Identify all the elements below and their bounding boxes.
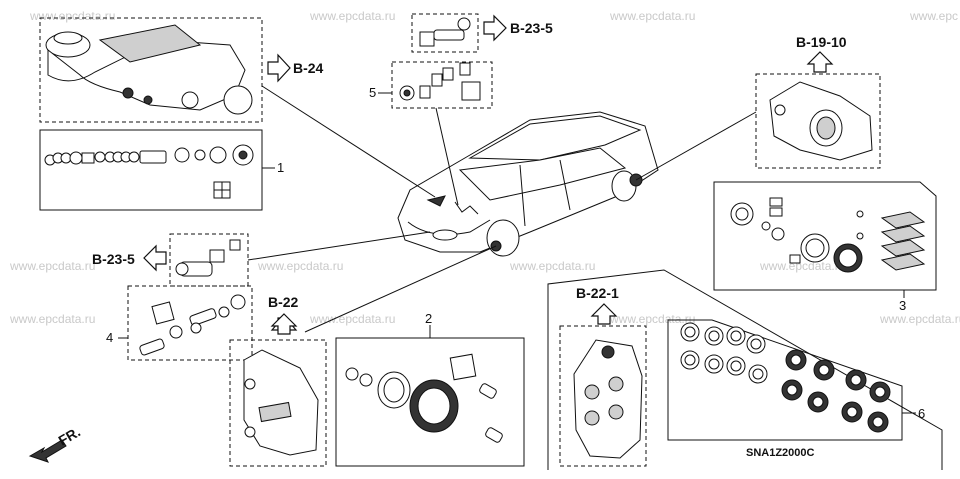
clutch-fitting-frame (411, 13, 479, 53)
rear-caliper-kit-group: 3 (713, 181, 937, 313)
watermark: www.epcdata.ru (879, 312, 960, 326)
up-arrow-icon (806, 51, 834, 73)
watermark: www.epcdata.ru (609, 9, 695, 23)
front-direction-indicator: FR. (28, 423, 83, 463)
car-door-line (559, 159, 571, 211)
kit-6-frame (667, 319, 903, 441)
sport-caliper-kit-group: 6 (667, 319, 925, 441)
ref-b22[interactable]: B-22 (268, 294, 299, 335)
rear-caliper-frame (755, 73, 881, 169)
rear-caliper-piston-inner (816, 116, 836, 140)
sport-caliper-frame-inner (559, 325, 647, 467)
watermark: www.epcdata.ru (759, 259, 845, 273)
leader-line (435, 107, 459, 206)
callout-3[interactable]: 3 (899, 298, 906, 313)
kit-1-parts (44, 144, 254, 199)
front-caliper-bolt (244, 378, 256, 390)
up-arrow-icon (590, 303, 618, 325)
car-illustration (397, 111, 659, 257)
diagram-code: SNA1Z2000C (746, 447, 815, 459)
kit-3-frame (713, 181, 937, 291)
ref-b22-1[interactable]: B-22-1 (576, 285, 619, 325)
watermark-layer: www.epcdata.ru www.epcdata.ru www.epcdat… (9, 9, 960, 326)
up-arrow-icon (270, 313, 298, 335)
fitting-pipe (433, 29, 465, 41)
leader-line (261, 85, 436, 198)
ref-b23-5-top[interactable]: B-23-5 (483, 14, 553, 42)
front-caliper-body (243, 349, 319, 456)
ref-label: B-22-1 (576, 285, 619, 301)
leader-line (635, 111, 757, 181)
callout-4[interactable]: 4 (106, 330, 113, 345)
part-4-frame (127, 285, 253, 361)
car-windows (458, 147, 627, 201)
fitting-nut (457, 17, 471, 31)
top-center-group: B-23-5 5 (369, 13, 553, 109)
front-caliper-frame (229, 339, 327, 467)
master-cylinder-port (223, 85, 253, 115)
reservoir-label (98, 24, 202, 63)
master-cylinder-bolt (122, 87, 134, 99)
master-cylinder-frame (39, 17, 263, 123)
ref-b23-5-left[interactable]: B-23-5 (92, 244, 167, 272)
ref-label: B-22 (268, 294, 299, 310)
callout-5[interactable]: 5 (369, 85, 376, 100)
master-cylinder-marker (426, 195, 446, 207)
ref-label: B-24 (293, 60, 324, 76)
master-cylinder-bolt (143, 95, 153, 105)
front-caliper-kit-group: 2 (335, 311, 525, 467)
front-caliper-window (258, 401, 292, 423)
left-arrow-icon (143, 244, 167, 272)
kit-2-frame (335, 337, 525, 467)
brake-line-marker (454, 201, 479, 215)
watermark: www.epcdata.ru (9, 312, 95, 326)
fitting-block (419, 31, 435, 47)
front-caliper-bolt (244, 426, 256, 438)
sport-caliper-group: B-22-1 (559, 285, 647, 467)
watermark: www.epcdata.ru (309, 9, 395, 23)
clutch-cylinder-group: B-23-5 4 (92, 233, 253, 361)
watermark: www.epcdata.ru (609, 312, 695, 326)
car-grille (432, 229, 458, 241)
right-arrow-icon (267, 53, 291, 83)
clutch-cylinder-end (175, 262, 189, 276)
front-arrow-icon (28, 439, 67, 463)
ref-label: B-19-10 (796, 34, 847, 50)
front-wheel (486, 219, 520, 257)
master-cylinder-group (39, 17, 263, 123)
kit-1-frame (39, 129, 263, 211)
ref-label: B-23-5 (92, 251, 135, 267)
callout-6[interactable]: 6 (918, 406, 925, 421)
part-5-frame (391, 61, 493, 109)
ref-b24[interactable]: B-24 (267, 53, 324, 83)
ref-b19-10[interactable]: B-19-10 (796, 34, 847, 73)
watermark: www.epcdata.ru (29, 9, 115, 23)
rear-caliper-bolt (774, 104, 786, 116)
callout-2[interactable]: 2 (425, 311, 432, 326)
clutch-cylinder-nut (229, 239, 241, 251)
watermark: www.epcdata.ru (509, 259, 595, 273)
rear-caliper-group: B-19-10 (755, 34, 881, 169)
watermark: www.epcdata.ru (9, 259, 95, 273)
clutch-cylinder-fitting (209, 249, 225, 263)
callout-1[interactable]: 1 (277, 160, 284, 175)
watermark: www.epcdata.ru (309, 312, 395, 326)
car-door-line (519, 164, 526, 227)
right-arrow-icon (483, 14, 507, 42)
sport-caliper-frame (547, 269, 943, 470)
watermark: www.epc (909, 9, 958, 23)
master-cylinder-kit-group: 1 (39, 129, 284, 211)
front-caliper-group: B-22 (229, 294, 327, 467)
leader-line (304, 245, 497, 333)
ref-label: B-23-5 (510, 20, 553, 36)
leader-line (247, 231, 431, 261)
sport-caliper-body (573, 339, 643, 459)
watermark: www.epcdata.ru (257, 259, 343, 273)
master-cylinder-fitting (181, 91, 199, 109)
master-cylinder-body[interactable] (47, 39, 246, 111)
reservoir-cap-top (53, 31, 83, 45)
